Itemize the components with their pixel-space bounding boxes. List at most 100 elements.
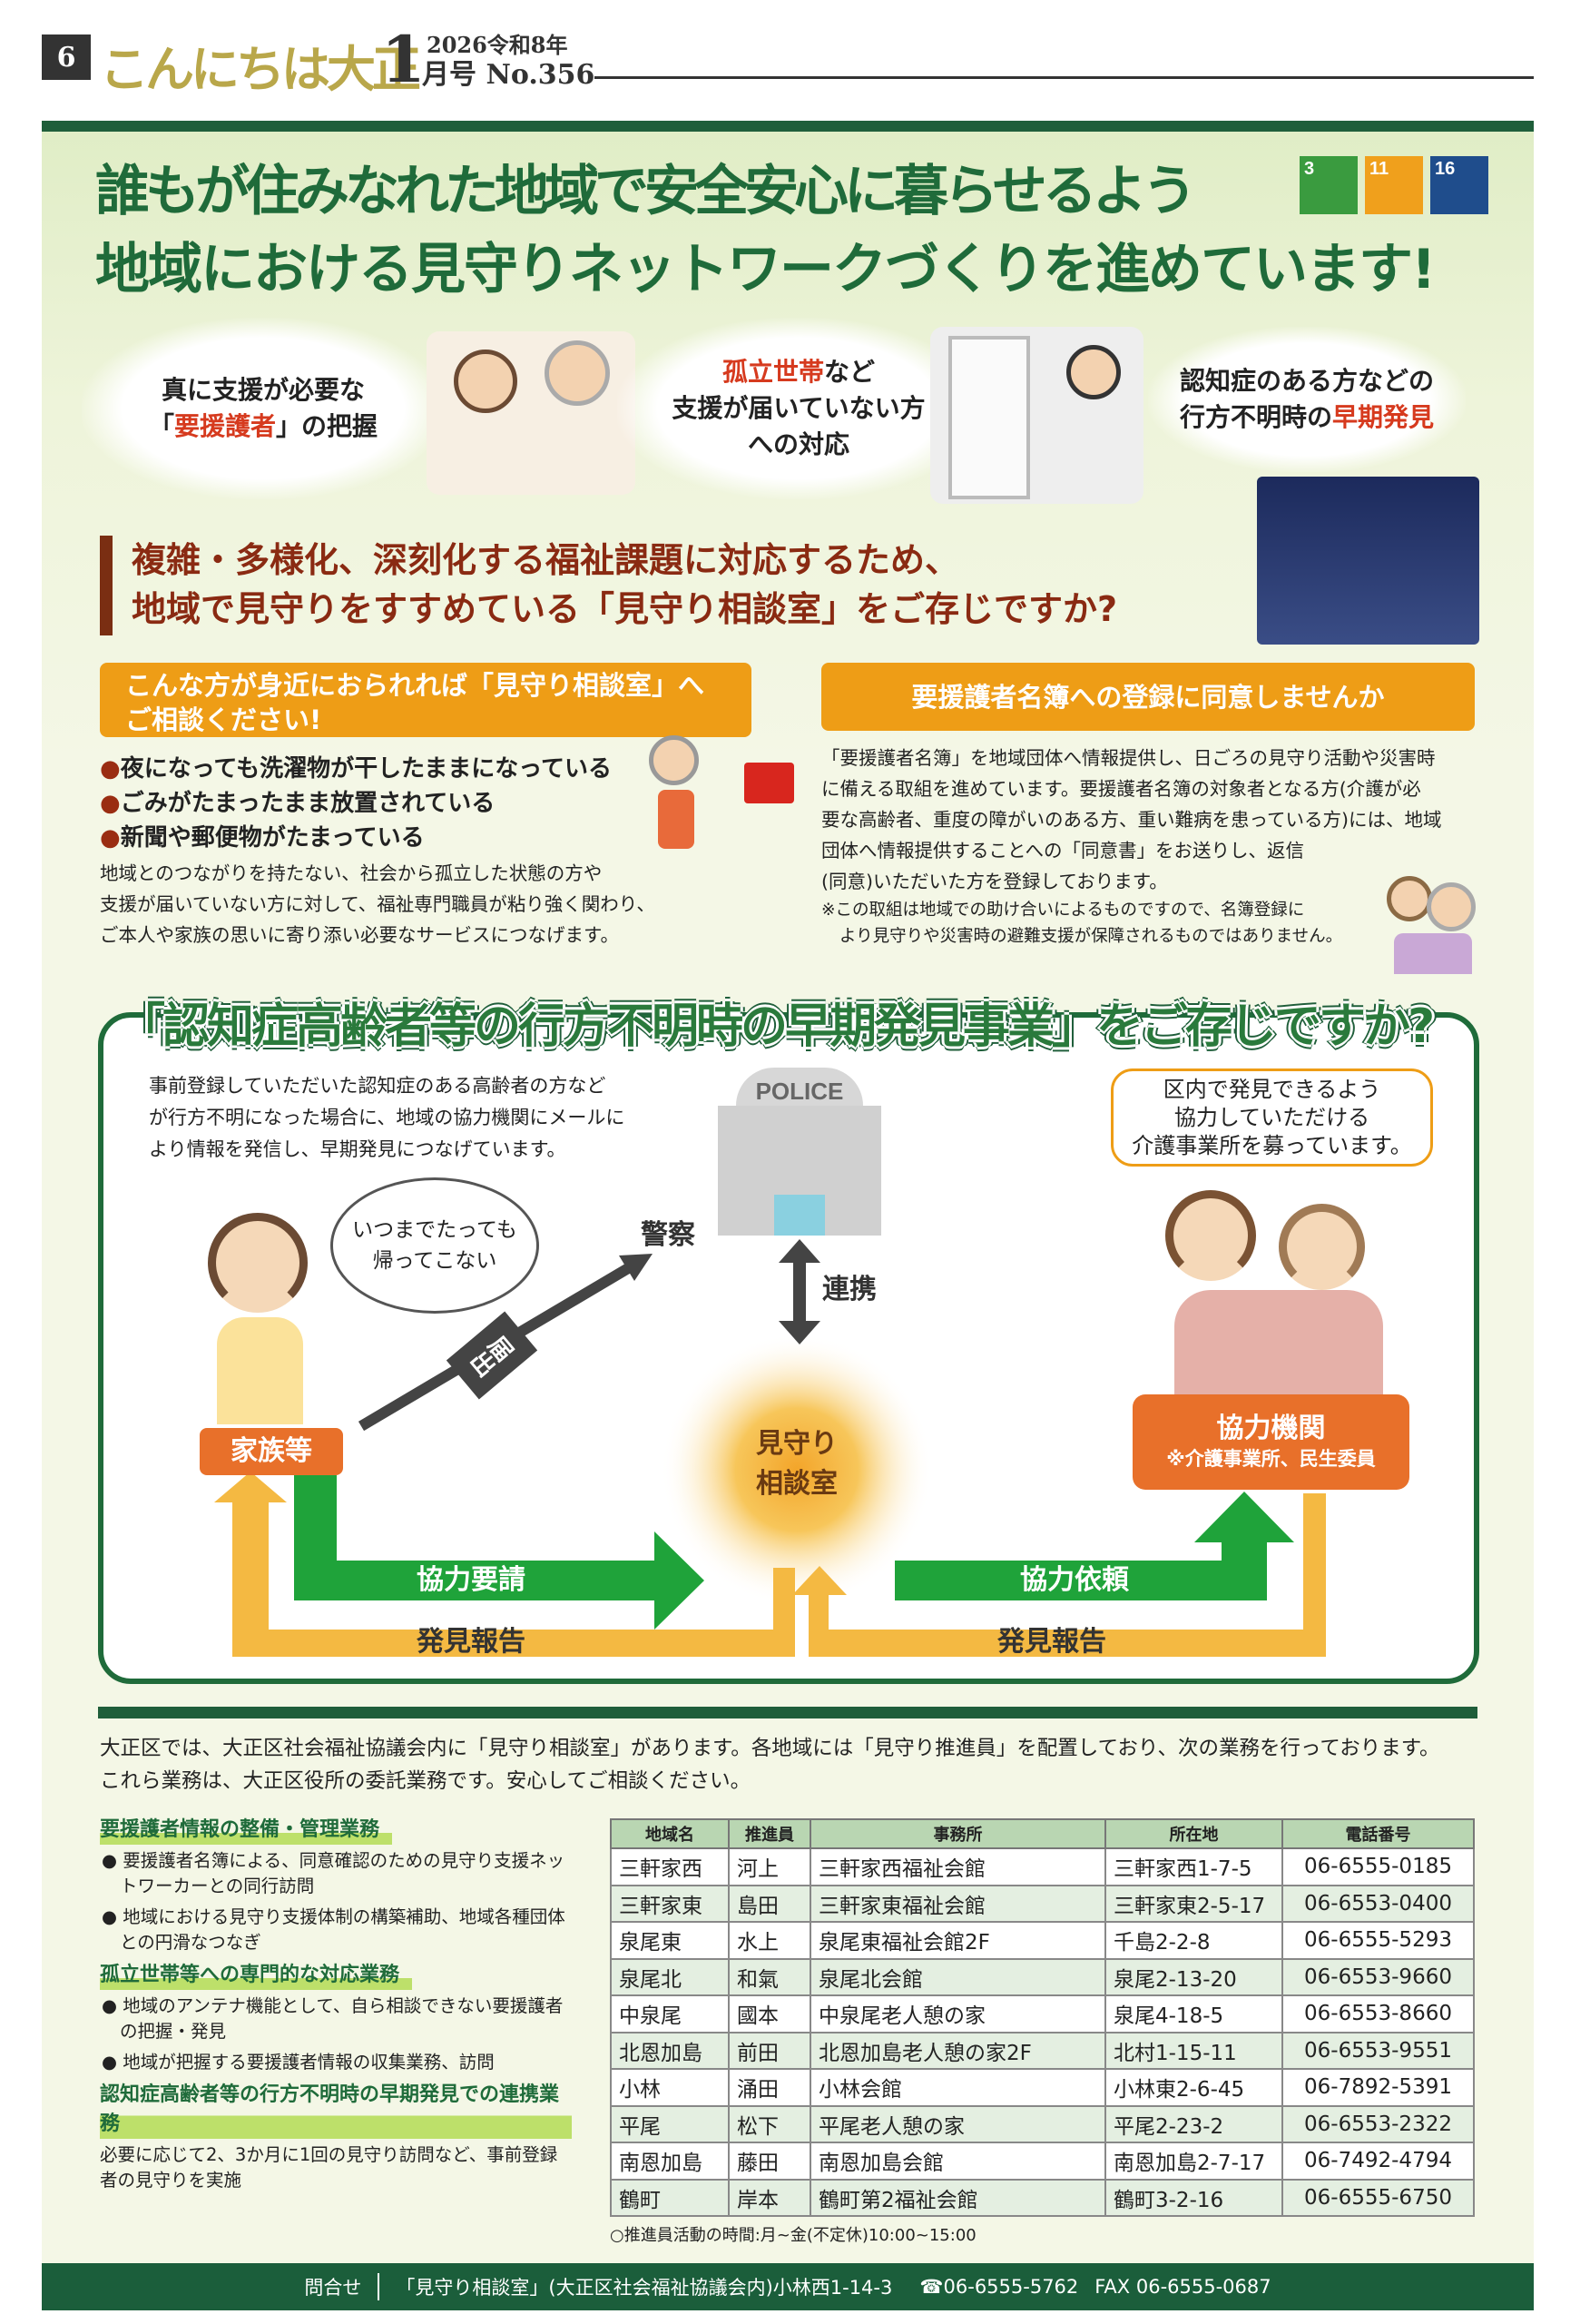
column-header: 事務所 [810, 1818, 1106, 1849]
diagram-title: 「認知症高齢者等の行方不明時の早期発見事業」をご存じですか? [118, 1000, 1435, 1054]
point-text: 支援が届いていない方 [672, 393, 926, 423]
point-early-discovery: 認知症のある方などの 行方不明時の早期発見 [1148, 327, 1466, 472]
table-cell: 平尾 [610, 2104, 730, 2143]
recruit-text: 協力していただける [1173, 1104, 1370, 1130]
table-cell: 小林会館 [810, 2068, 1106, 2107]
point-text: への対応 [747, 429, 849, 459]
point-text: など [824, 357, 876, 387]
issue-number: 月号 No.356 [422, 59, 595, 91]
consult-heading: こんな方が身近におられれば「見守り相談室」へ ご相談ください! [100, 663, 751, 737]
point-text: 行方不明時の [1179, 402, 1332, 432]
table-cell: 06-7892-5391 [1281, 2068, 1475, 2107]
body-line: に備える取組を進めています。要援護者名簿の対象者となる方(介護が必 [821, 778, 1421, 800]
body-line: 支援が届いていない方に対して、福祉専門職員が粘り強く関わり、 [100, 893, 655, 915]
table-cell: 鶴町 [610, 2178, 730, 2217]
body-line: より情報を発信し、早期発見につなげています。 [149, 1138, 566, 1160]
table-cell: 06-6555-0185 [1281, 1847, 1475, 1886]
point-isolated-households: 孤立世帯など 支援が届いていない方 への対応 [617, 318, 980, 499]
table-cell: 泉尾4-18-5 [1104, 1994, 1283, 2034]
partner-node: 協力機関 ※介護事業所、民生委員 [1133, 1394, 1409, 1490]
section-divider [98, 1707, 1477, 1718]
table-cell: 06-6553-8660 [1281, 1994, 1475, 2034]
family-node: 家族等 [200, 1428, 343, 1475]
body-line: 「要援護者名簿」を地域団体へ情報提供し、日ごろの見守り活動や災害時 [821, 747, 1436, 769]
table-cell: 千島2-2-8 [1104, 1921, 1283, 1960]
table-cell: 三軒家西 [610, 1847, 730, 1886]
table-cell: 06-6555-5293 [1281, 1921, 1475, 1960]
list-item: ●夜になっても洗濯物が干したままになっている [100, 752, 612, 786]
list-item-text: ごみがたまったまま放置されている [120, 790, 496, 817]
contact-footer: 問合せ 「見守り相談室」(大正区社会福祉協議会内)小林西1-14-3 ☎06-6… [42, 2263, 1534, 2310]
thought-text: いつまでたっても [352, 1218, 517, 1242]
table-cell: 06-6555-6750 [1281, 2178, 1475, 2217]
duty-item: ● 地域が把握する要援護者情報の収集業務、訪問 [102, 2052, 495, 2073]
point-emphasis: 孤立世帯 [721, 357, 824, 387]
request-left-arrow [294, 1475, 704, 1630]
body-line: (同意)いただいた方を登録しております。 [821, 871, 1168, 892]
intro-line-2: 地域で見守りをすすめている「見守り相談室」をご存じですか? [132, 589, 1118, 629]
table-cell: 北恩加島老人憩の家2F [810, 2031, 1106, 2070]
list-item-text: 新聞や郵便物がたまっている [120, 824, 425, 852]
link-arrowhead-down [779, 1321, 820, 1344]
early-discovery-diagram: 事前登録していただいた認知症のある高齢者の方など が行方不明になった場合に、地域… [98, 1012, 1479, 1684]
recruit-text: 介護事業所を募っています。 [1132, 1132, 1412, 1158]
table-header-row: 地域名 推進員 事務所 所在地 電話番号 [610, 1818, 1475, 1849]
table-cell: 06-6553-2322 [1281, 2104, 1475, 2143]
consult-body: 地域とのつながりを持たない、社会から孤立した状態の方や 支援が届いていない方に対… [100, 858, 655, 950]
contact-org: 「見守り相談室」(大正区社会福祉協議会内)小林西1-14-3 [396, 2277, 893, 2299]
police-sign: POLICE [736, 1068, 863, 1106]
thought-bubble: いつまでたっても 帰ってこない [330, 1177, 539, 1314]
table-cell: 三軒家東 [610, 1884, 730, 1923]
duty-item: ● 要援護者名簿による、同意確認のための見守り支援ネットワーカーとの同行訪問 [102, 1850, 565, 1896]
list-item-text: 夜になっても洗濯物が干したままになっている [120, 755, 613, 783]
duty-heading: 要援護者情報の整備・管理業務 [100, 1816, 393, 1845]
table-cell: 泉尾2-13-20 [1104, 1957, 1283, 1996]
police-building-icon: POLICE [718, 1068, 881, 1236]
sdg-16-icon: 16 [1430, 156, 1488, 214]
table-cell: 南恩加島 [610, 2142, 730, 2181]
table-cell: 06-6553-9551 [1281, 2031, 1475, 2070]
happy-pair-illustration [1387, 862, 1477, 976]
caregiver-face-icon [454, 350, 517, 413]
table-cell: 南恩加島会館 [810, 2142, 1106, 2181]
table-cell: 小林 [610, 2068, 730, 2107]
body-line: 要な高齢者、重度の障がいのある方、重い難病を患っている方)には、地域 [821, 809, 1442, 831]
diagram-description: 事前登録していただいた認知症のある高齢者の方など が行方不明になった場合に、地域… [149, 1070, 624, 1166]
table-cell: 06-6553-9660 [1281, 1957, 1475, 1996]
table-cell: 泉尾東福祉会館2F [810, 1921, 1106, 1960]
point-text: 認知症のある方などの [1179, 366, 1434, 396]
elder-body-icon [658, 790, 694, 849]
found-report-left-arrow [214, 1472, 795, 1657]
table-cell: 鶴町3-2-16 [1104, 2178, 1283, 2217]
column-header: 所在地 [1104, 1818, 1283, 1849]
night-visit-illustration [1257, 477, 1479, 645]
table-cell: 藤田 [728, 2142, 811, 2181]
table-cell: 06-7492-4794 [1281, 2142, 1475, 2181]
point-text: 」の把握 [276, 411, 378, 441]
table-cell: 河上 [728, 1847, 811, 1886]
duty-heading: 認知症高齢者等の行方不明時の早期発見での連携業務 [100, 2081, 572, 2139]
registry-heading: 要援護者名簿への登録に同意しませんか [821, 663, 1475, 731]
partner-label: 協力機関 [1216, 1412, 1326, 1444]
visitor-face-icon [1066, 345, 1121, 399]
door-icon [948, 336, 1030, 499]
warning-signs-list: ●夜になっても洗濯物が干したままになっている ●ごみがたまったまま放置されている… [100, 752, 612, 855]
elder-face-icon [649, 735, 699, 785]
activity-hours-note: ○推進員活動の時間:月~金(不定休)10:00~15:00 [610, 2226, 977, 2245]
table-cell: 中泉尾 [610, 1994, 730, 2034]
list-item: ●ごみがたまったまま放置されている [100, 786, 612, 821]
recruit-speech-bubble: 区内で発見できるよう 協力していただける 介護事業所を募っています。 [1111, 1068, 1433, 1167]
bullet-icon: ● [100, 790, 121, 817]
table-cell: 北恩加島 [610, 2031, 730, 2070]
contact-phone: ☎06-6555-5762 [919, 2276, 1079, 2298]
table-cell: 和氣 [728, 1957, 811, 1996]
node-text: 相談室 [756, 1468, 838, 1500]
duty-item: 必要に応じて2、3か月に1回の見守り訪問など、事前登録者の見守りを実施 [100, 2144, 558, 2191]
table-cell: 涌田 [728, 2068, 811, 2107]
